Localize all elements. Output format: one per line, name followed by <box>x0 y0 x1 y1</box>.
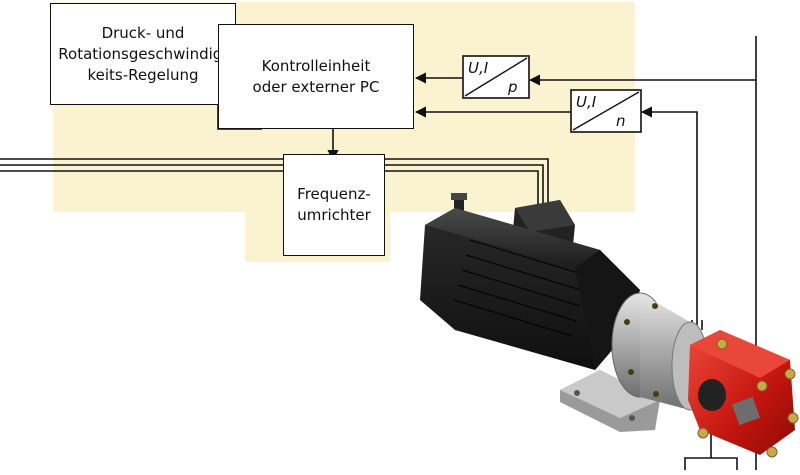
power-cable-triple-line <box>0 158 549 208</box>
kontroll-block: Kontrolleinheit oder externer PC <box>218 24 414 129</box>
kontroll-label: Kontrolleinheit oder externer PC <box>252 56 380 96</box>
converter-pressure-input: U,I <box>468 59 489 77</box>
frequenz-label: Frequenz- umrichter <box>297 185 371 224</box>
regelung-label: Druck- und Rotationsgeschwindig- keits-R… <box>58 23 228 84</box>
frequenz-block: Frequenz- umrichter <box>283 154 385 256</box>
converter-speed-input: U,I <box>576 93 597 111</box>
converter-speed-output: n <box>616 112 626 130</box>
regelung-block: Druck- und Rotationsgeschwindig- keits-R… <box>50 3 236 105</box>
converter-speed: U,I n <box>570 89 642 133</box>
converter-pressure: U,I p <box>462 55 530 99</box>
gear-pump-icon <box>688 330 799 458</box>
converter-pressure-output: p <box>507 78 518 96</box>
line-n-to-converter <box>640 106 698 325</box>
motor-mount-bracket <box>560 370 660 432</box>
electric-motor-icon <box>420 193 640 370</box>
sensor-bracket <box>684 457 738 470</box>
